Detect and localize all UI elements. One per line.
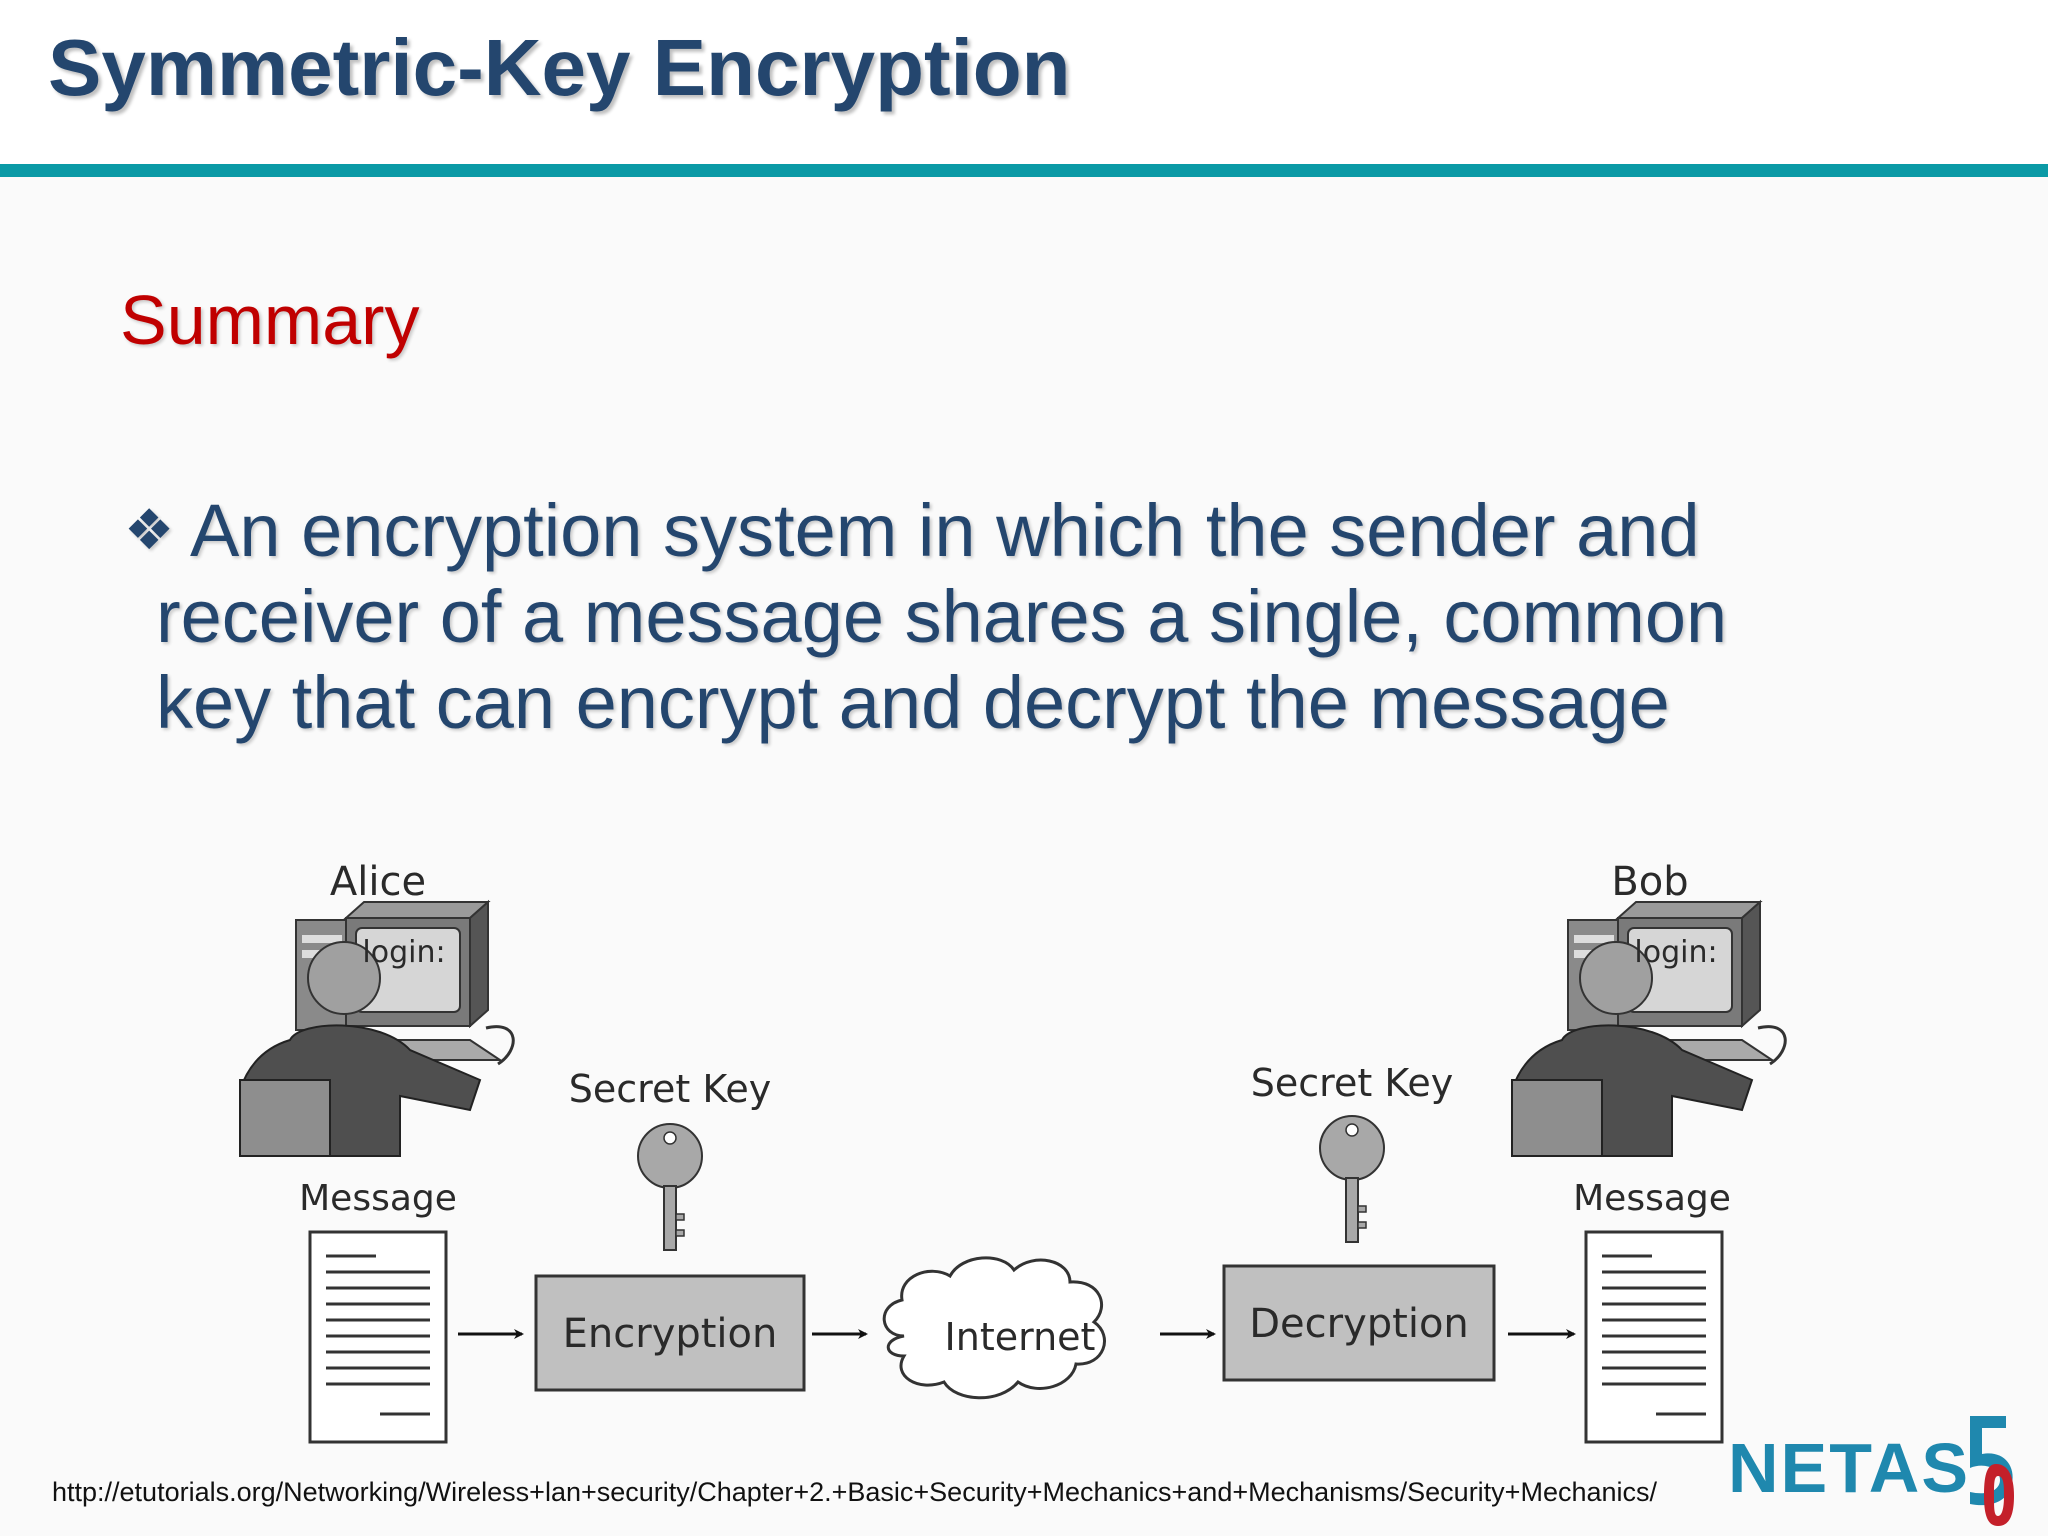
encryption-label: Encryption — [563, 1311, 778, 1357]
alice-computer-icon — [239, 899, 515, 1157]
key-icon — [1319, 1115, 1385, 1243]
source-citation: http://etutorials.org/Networking/Wireles… — [52, 1477, 1658, 1507]
bullet-line: receiver of a message shares a single, c… — [156, 575, 1728, 658]
logo-fifty-icon — [1970, 1416, 2014, 1526]
secret-key-left-label: Secret Key — [569, 1067, 771, 1111]
receiver-label: Bob — [1611, 859, 1688, 905]
message-left-label: Message — [299, 1178, 457, 1219]
internet-cloud-icon — [882, 1256, 1106, 1400]
logo-text: NETAS — [1728, 1429, 1971, 1507]
bob-screen-text: login: — [1634, 935, 1717, 970]
message-right-label: Message — [1573, 1178, 1731, 1219]
key-icon — [637, 1123, 703, 1251]
bullet-point: ❖ An encryption system in which the send… — [124, 488, 1944, 746]
internet-label: Internet — [945, 1315, 1096, 1359]
title-bar: Symmetric-Key Encryption — [0, 0, 2048, 164]
document-icon — [1584, 1230, 1724, 1444]
decryption-box — [1222, 1264, 1496, 1382]
section-heading: Summary — [120, 281, 420, 359]
diamond-bullet-icon: ❖ — [124, 498, 175, 563]
decryption-label: Decryption — [1249, 1301, 1469, 1347]
secret-key-right-label: Secret Key — [1251, 1061, 1453, 1105]
document-icon — [308, 1230, 448, 1444]
sender-label: Alice — [330, 859, 426, 905]
encryption-box — [534, 1274, 806, 1392]
bullet-line: key that can encrypt and decrypt the mes… — [156, 661, 1670, 744]
bob-computer-icon — [1511, 899, 1787, 1157]
bullet-line: An encryption system in which the sender… — [190, 489, 1700, 572]
title-divider — [0, 164, 2048, 177]
slide-title: Symmetric-Key Encryption — [48, 23, 1071, 112]
netas-logo: NETAS — [1728, 1410, 2028, 1530]
alice-screen-text: login: — [362, 935, 445, 970]
